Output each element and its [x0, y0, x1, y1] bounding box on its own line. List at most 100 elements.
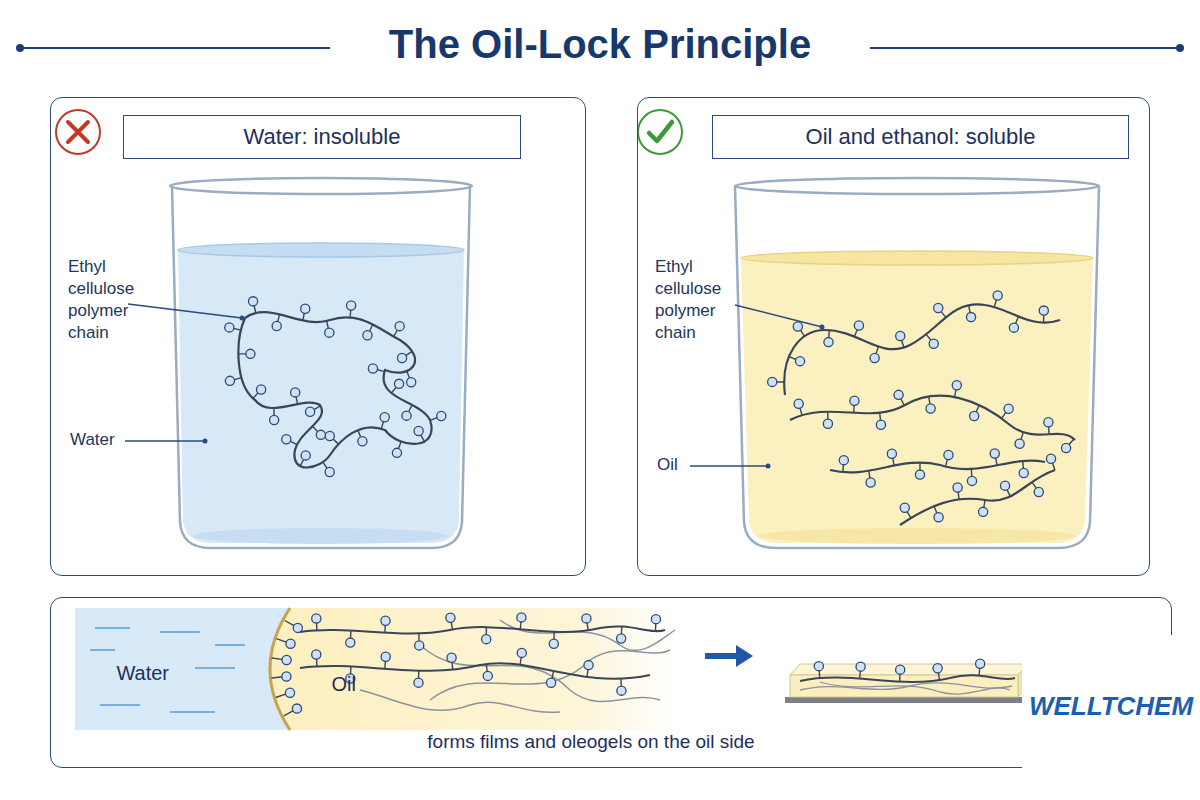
title-rule	[20, 47, 330, 49]
ethyl-group-bead	[282, 655, 291, 664]
chain-backbone	[790, 396, 1075, 440]
interface-chain	[271, 612, 302, 726]
ethyl-group-bead	[517, 648, 526, 657]
callout-label: Oil	[657, 454, 697, 476]
ethyl-group-bead	[870, 353, 879, 362]
ethyl-group-bead	[617, 634, 626, 643]
polymer-chain	[768, 291, 1060, 395]
water-phase: Water	[74, 607, 269, 729]
ripple	[215, 644, 245, 646]
ethyl-group-bead	[1004, 404, 1013, 413]
ethyl-group-bead	[894, 390, 903, 399]
ethyl-group-bead	[1009, 323, 1018, 332]
ethyl-group-bead	[270, 415, 279, 424]
chain-backbone	[300, 626, 665, 633]
oil-fill	[741, 258, 1093, 543]
water-region	[75, 608, 290, 730]
water-surface	[178, 243, 464, 257]
ethyl-group-bead	[929, 339, 938, 348]
ethyl-group-bead	[286, 639, 295, 648]
ethyl-group-bead	[944, 450, 953, 459]
ethyl-group-bead	[291, 388, 300, 397]
ethyl-group-bead	[285, 688, 294, 697]
water-fill	[178, 250, 464, 543]
water-bottom	[193, 528, 449, 544]
ethyl-group-bead	[795, 357, 804, 366]
ethyl-group-bead	[225, 323, 234, 332]
polymer-chain	[900, 454, 1056, 525]
rule-dot	[1176, 44, 1184, 52]
ethyl-group-bead	[979, 507, 988, 516]
ripple	[160, 631, 200, 633]
ethyl-group-bead	[823, 419, 832, 428]
film-top	[790, 664, 1028, 675]
phase-label: Water	[116, 662, 216, 688]
rule-dot	[16, 44, 24, 52]
ethyl-group-bead	[993, 291, 1002, 300]
ethyl-group-bead	[325, 328, 334, 337]
network-strand	[820, 682, 1010, 694]
ethyl-group-bead	[402, 411, 411, 420]
ethyl-group-bead	[312, 650, 321, 659]
beaker-glass	[172, 186, 470, 548]
ethyl-group-bead	[549, 639, 558, 648]
callout-label: Water	[70, 429, 130, 451]
polymer-chain	[800, 659, 1015, 682]
ethyl-group-bead	[394, 379, 403, 388]
ethyl-group-bead	[1046, 454, 1055, 463]
ethyl-group-bead	[246, 349, 255, 358]
ethyl-group-bead	[415, 641, 424, 650]
ethyl-group-bead	[854, 321, 863, 330]
leader-dot	[766, 464, 771, 469]
oil-phase: Oil	[269, 607, 679, 729]
check-mark	[649, 122, 672, 141]
ethyl-group-bead	[1000, 481, 1009, 490]
panel-caption: forms films and oleogels on the oil side	[291, 731, 891, 757]
ethyl-group-bead	[896, 331, 905, 340]
ethyl-group-bead	[437, 411, 446, 420]
ethyl-group-bead	[292, 704, 301, 713]
ethyl-group-bead	[381, 652, 390, 661]
ethyl-group-bead	[582, 614, 591, 623]
water-ripples	[90, 628, 245, 712]
network-strand	[500, 620, 675, 650]
ethyl-group-bead	[1015, 439, 1024, 448]
ethyl-group-bead	[794, 399, 803, 408]
ethyl-group-bead	[414, 678, 423, 687]
network-strand	[360, 690, 560, 712]
ethyl-group-bead	[395, 322, 404, 331]
ethyl-group-bead	[970, 411, 979, 420]
ethyl-group-bead	[325, 467, 334, 476]
callout-label: Ethyl cellulose polymer chain	[68, 256, 156, 344]
panel-header: Water: insoluble	[123, 115, 521, 159]
ripple	[95, 627, 130, 629]
ethyl-group-bead	[483, 671, 492, 680]
polymer-chain	[830, 449, 1045, 487]
leader-dot	[240, 316, 245, 321]
ethyl-group-bead	[407, 378, 416, 387]
ethyl-group-bead	[876, 420, 885, 429]
ethyl-group-bead	[392, 448, 401, 457]
ethyl-group-bead	[887, 449, 896, 458]
ethyl-group-bead	[768, 377, 777, 386]
ethyl-group-bead	[814, 662, 823, 671]
ethyl-group-bead	[358, 437, 367, 446]
panel-header: Oil and ethanol: soluble	[712, 115, 1129, 159]
chain-backbone	[238, 312, 431, 467]
oil-surface	[741, 251, 1093, 265]
ethyl-group-bead	[953, 483, 962, 492]
ethyl-group-bead	[380, 413, 389, 422]
process-panel: forms films and oleogels on the oil side…	[50, 597, 1172, 768]
ethyl-group-bead	[397, 353, 406, 362]
ethyl-group-bead	[839, 456, 848, 465]
ethyl-group-bead	[272, 321, 281, 330]
diagram-title: The Oil-Lock Principle	[0, 22, 1200, 67]
ethyl-group-bead	[1019, 468, 1028, 477]
film-network	[800, 682, 1012, 694]
ethyl-group-bead	[248, 297, 257, 306]
ethyl-group-bead	[381, 616, 390, 625]
ethyl-group-bead	[1044, 418, 1053, 427]
chain-backbone	[830, 461, 1045, 473]
polymer-chain	[300, 613, 665, 650]
process-arrow	[705, 653, 738, 659]
